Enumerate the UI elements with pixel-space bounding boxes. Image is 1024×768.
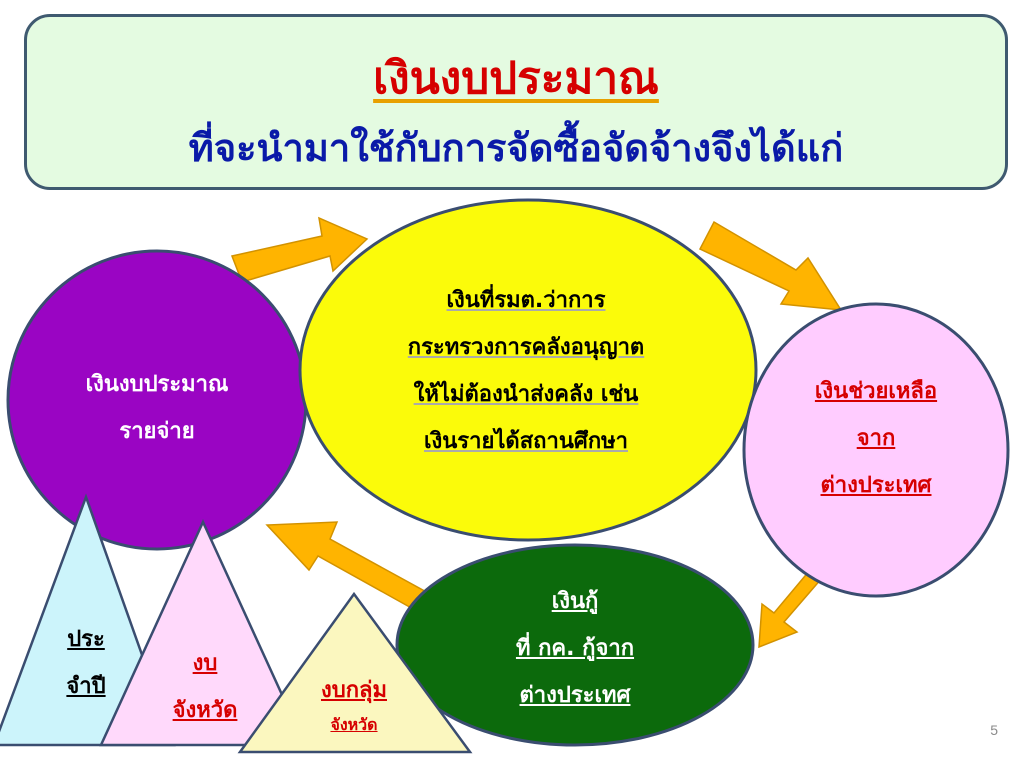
label-budget-expenditure: เงินงบประมาณ รายจ่าย xyxy=(85,372,229,444)
page-subtitle: ที่จะนำมาใช้กับการจัดซื้อจัดจ้างจึงได้แก… xyxy=(188,126,844,170)
pink-circle xyxy=(742,302,1010,598)
green-ellipse xyxy=(395,543,755,747)
triangle-provincial xyxy=(99,518,307,747)
yellow-ellipse xyxy=(298,198,758,542)
arrow-purple-to-yellow xyxy=(230,216,369,283)
label-annual: ประ จำปี xyxy=(66,627,106,699)
arrow-green-to-purple xyxy=(265,521,432,611)
header-box: เงินงบประมาณ ที่จะนำมาใช้กับการจัดซื้อจั… xyxy=(24,14,1008,190)
page-title: เงินงบประมาณ xyxy=(373,53,659,104)
arrow-pink-to-green xyxy=(758,569,824,649)
page-number: 5 xyxy=(990,722,998,738)
arrow-yellow-to-pink xyxy=(698,220,843,311)
triangle-provincial-group xyxy=(237,591,473,754)
label-loans: เงินกู้ ที่ กค. กู้จาก ต่างประเทศ xyxy=(515,589,635,708)
label-provincial-group: งบกลุ่ม จังหวัด xyxy=(320,678,387,734)
label-provincial: งบ จังหวัด xyxy=(172,651,238,723)
label-permitted-funds: เงินที่รมต.ว่าการ กระทรวงการคลังอนุญาต ใ… xyxy=(407,288,645,454)
label-foreign-aid: เงินช่วยเหลือ จาก ต่างประเทศ xyxy=(814,379,938,498)
